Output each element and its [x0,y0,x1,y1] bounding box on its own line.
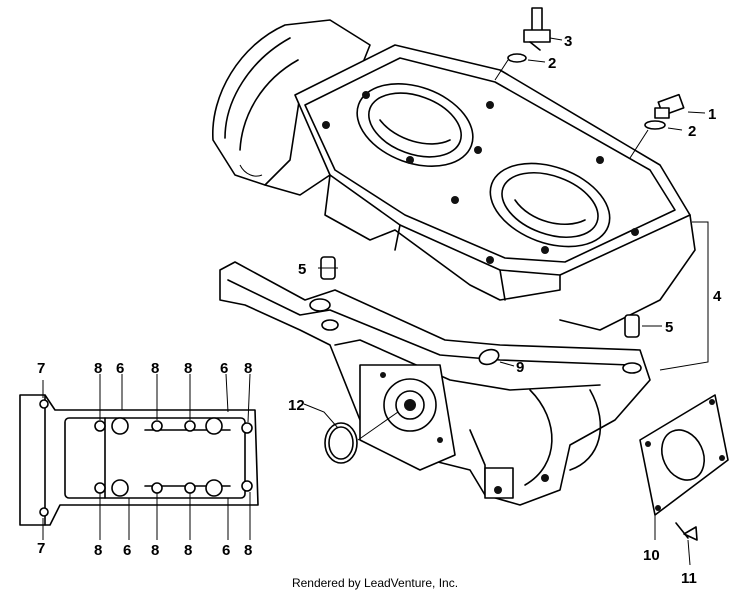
callout-5-right: 5 [665,319,673,336]
callout-6-bottom-2: 6 [222,542,230,559]
part-11-screw [675,522,698,541]
part-10-cover-plate [639,394,729,516]
callout-10: 10 [643,547,660,564]
callout-8-bottom-3: 8 [184,542,192,559]
callout-1: 1 [708,106,716,123]
callout-2-right: 2 [688,123,696,140]
callout-6-bottom-1: 6 [123,542,131,559]
callout-5-left: 5 [298,261,306,278]
callout-6-top-2: 6 [220,360,228,377]
callout-4: 4 [713,288,722,305]
footer-credit: Rendered by LeadVenture, Inc. [291,576,459,590]
leader-lines [42,37,709,566]
part-9-pin [478,348,500,366]
upper-crankcase [212,19,696,331]
callout-8-bottom-2: 8 [151,542,159,559]
gasket-inset [19,394,259,526]
part-3-fitting [523,7,551,51]
seal-cover [359,364,456,471]
callout-8-top-3: 8 [184,360,192,377]
callout-11: 11 [681,570,697,587]
callout-2-top: 2 [548,55,556,72]
callout-6-top-1: 6 [116,360,124,377]
part-2-washer-right [644,120,666,130]
callout-8-top-1: 8 [94,360,102,377]
part-12-circlip [324,422,358,464]
callout-labels: 3 2 1 2 4 5 5 9 12 10 11 7 7 8 6 8 8 6 8… [37,33,722,587]
callout-7-bottom: 7 [37,540,45,557]
part-2-washer-top [507,53,527,63]
callout-8-bottom-4: 8 [244,542,252,559]
callout-3: 3 [564,33,572,50]
part-5-dowel-right [624,314,640,338]
part-1-plug [654,93,685,119]
callout-8-bottom-1: 8 [94,542,102,559]
callout-9: 9 [516,359,524,376]
callout-8-top-2: 8 [151,360,159,377]
callout-7-top: 7 [37,360,45,377]
callout-8-top-4: 8 [244,360,252,377]
callout-12: 12 [288,397,305,414]
